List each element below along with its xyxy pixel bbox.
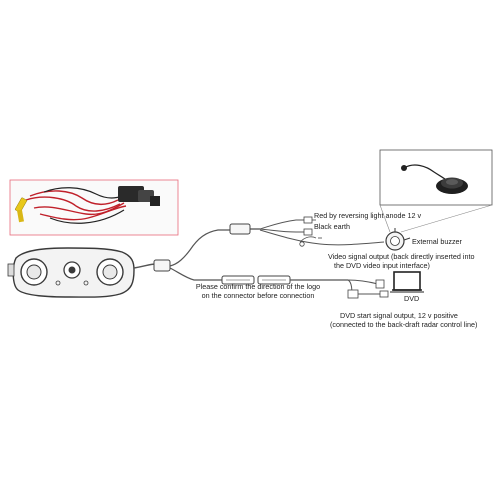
dvd-start-label-line1: DVD start signal output, 12 v positive (340, 311, 458, 320)
camera-radar-unit (7, 247, 135, 298)
black-earth-label: Black earth (314, 222, 350, 231)
wiring-harness-photo-inset (9, 179, 179, 236)
dvd-start-connector-icon (347, 289, 359, 299)
red-wire-terminal-icon (303, 216, 313, 224)
confirm-direction-label-line1: Please confirm the direction of the logo (195, 282, 321, 291)
video-output-label-line2: the DVD video input interface) (334, 261, 430, 270)
buzzer-photo-inset (379, 149, 493, 233)
main-cables (133, 229, 232, 281)
buzzer-sensor-icon (436, 177, 468, 194)
yellow-rca-plug-icon (15, 197, 27, 223)
connector-block-icon (118, 186, 160, 206)
video-cable (221, 275, 389, 299)
video-output-label-line1: Video signal output (back directly inser… (328, 252, 475, 261)
buzzer-connector-icon (385, 228, 411, 251)
confirm-direction-label-line2: on the connector before connection (201, 291, 315, 300)
red-wire-bundle-icon (25, 190, 127, 221)
external-buzzer-label: External buzzer (412, 237, 462, 246)
dvd-start-label-line2: (connected to the back-draft radar contr… (330, 320, 478, 329)
buzzer-cable-icon (403, 164, 447, 181)
red-wire-label: Red by reversing light anode 12 v (314, 211, 422, 220)
power-splitter (229, 216, 385, 247)
black-wire-terminal-icon (303, 228, 313, 236)
rca-plug-icon (375, 279, 385, 289)
dvd-screen-icon (390, 271, 424, 293)
black-wire-icon (43, 187, 125, 224)
dvd-label: DVD (404, 294, 420, 303)
